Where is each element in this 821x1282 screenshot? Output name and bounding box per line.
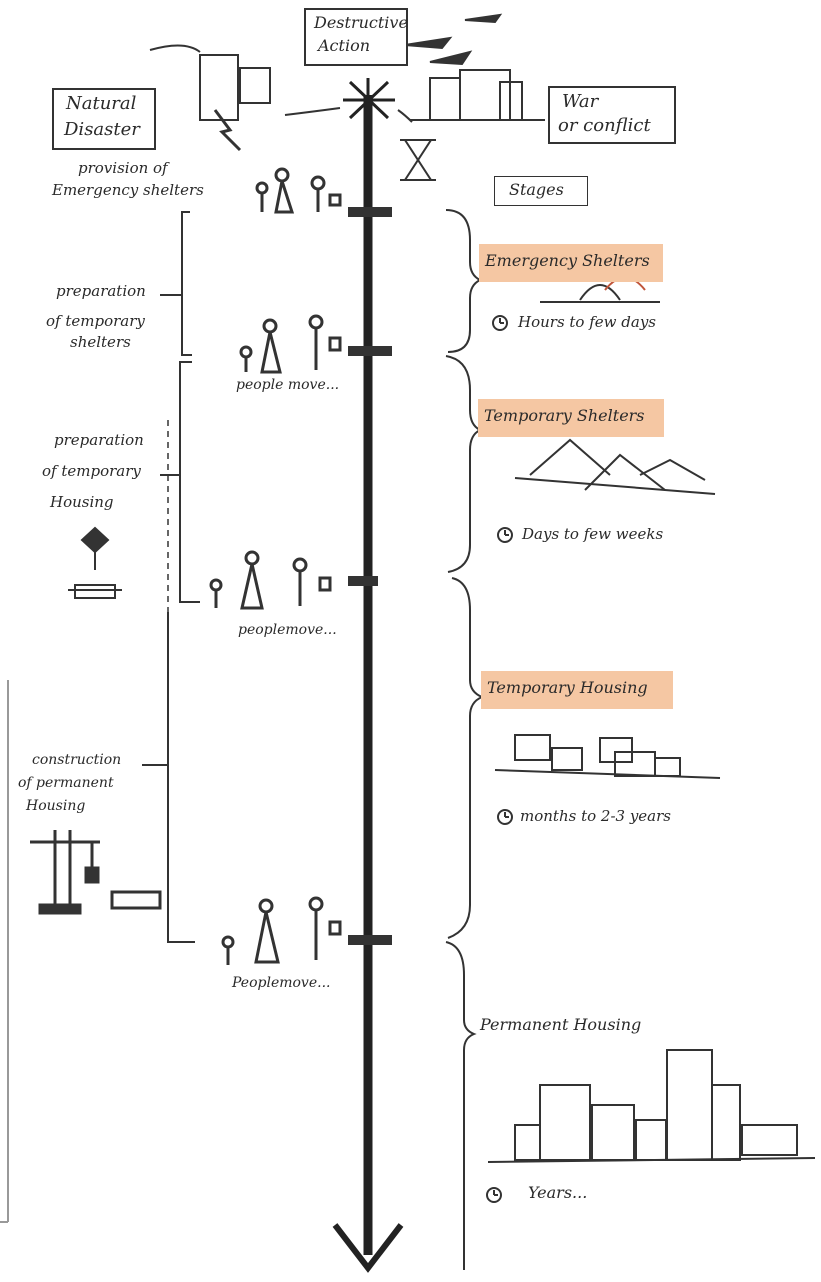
timeline-tick-2 [348, 346, 392, 356]
natural-disaster-line2: Disaster [64, 119, 140, 140]
war-conflict-box: War or conflict [548, 86, 676, 144]
prep-housing-line2: of temporary [42, 462, 141, 480]
bracket-construction [167, 612, 195, 943]
people-move-label-2: peoplemove... [238, 622, 337, 638]
temporary-housing-title: Temporary Housing [487, 678, 648, 697]
timeline-tick-4 [348, 935, 392, 945]
people-figures-4 [221, 896, 342, 965]
timeline-tick-1 [348, 207, 392, 217]
natural-disaster-box: Natural Disaster [52, 88, 156, 150]
prep-housing-line3: Housing [50, 493, 114, 511]
crane-hook-icon [68, 526, 122, 599]
emergency-shelters-title: Emergency Shelters [485, 251, 650, 270]
airplane-icons [404, 13, 503, 66]
people-figures-2 [239, 314, 342, 374]
brace-temp-housing [447, 577, 485, 939]
temporary-housing-icon [494, 734, 721, 779]
brace-emergency [445, 209, 483, 353]
temporary-housing-highlight: Temporary Housing [481, 671, 673, 709]
permanent-housing-time: Years... [528, 1183, 588, 1202]
destructive-action-box: Destructive Action [304, 8, 408, 66]
brace-permanent [445, 941, 477, 1270]
timeline-arrowhead [332, 1223, 404, 1273]
temporary-tent-icon [514, 438, 716, 495]
bracket-prep-shelters [181, 211, 192, 356]
provision-line2: Emergency shelters [52, 181, 204, 199]
emergency-shelters-highlight: Emergency Shelters [479, 244, 663, 282]
natural-disaster-line1: Natural [66, 93, 137, 114]
disaster-buildings-icon [149, 44, 271, 152]
prep-shelters-line1: preparation [56, 282, 146, 300]
stages-title-box: Stages [494, 176, 588, 206]
stages-title: Stages [509, 180, 564, 199]
permanent-housing-icon [487, 1049, 816, 1163]
construction-line3: Housing [26, 798, 86, 814]
temporary-shelters-highlight: Temporary Shelters [478, 399, 664, 437]
people-figures-1 [255, 167, 342, 214]
arrow-to-war [397, 109, 413, 123]
temporary-shelters-title: Temporary Shelters [484, 406, 645, 425]
people-figures-3 [209, 550, 332, 610]
clock-icons [486, 315, 513, 1203]
temporary-housing-time: months to 2-3 years [520, 807, 671, 825]
temporary-shelters-time: Days to few weeks [522, 525, 664, 543]
explosion-icon [343, 78, 395, 125]
brace-temp-shelters [445, 355, 483, 573]
timeline-tick-3 [348, 576, 378, 586]
people-move-label-3: Peoplemove... [232, 975, 331, 991]
destructive-action-line1: Destructive [314, 13, 408, 32]
arrow-to-disaster [284, 107, 341, 116]
people-move-label-1: people move... [236, 377, 340, 393]
construction-line1: construction [32, 752, 122, 768]
permanent-housing-title: Permanent Housing [480, 1015, 642, 1034]
prep-housing-line1: preparation [54, 431, 144, 449]
emergency-shelters-time: Hours to few days [518, 313, 656, 331]
destructive-action-line2: Action [318, 36, 370, 55]
prep-shelters-line3: shelters [70, 333, 131, 351]
hourglass-icon [400, 139, 436, 181]
provision-line1: provision of [78, 159, 168, 177]
war-line2: or conflict [558, 115, 651, 136]
war-line1: War [562, 91, 599, 112]
prep-shelters-line2: of temporary [46, 312, 145, 330]
war-buildings-icon [410, 69, 545, 121]
construction-line2: of permanent [18, 775, 114, 791]
bracket-prep-housing [179, 361, 200, 603]
tower-crane-icon [30, 830, 162, 915]
